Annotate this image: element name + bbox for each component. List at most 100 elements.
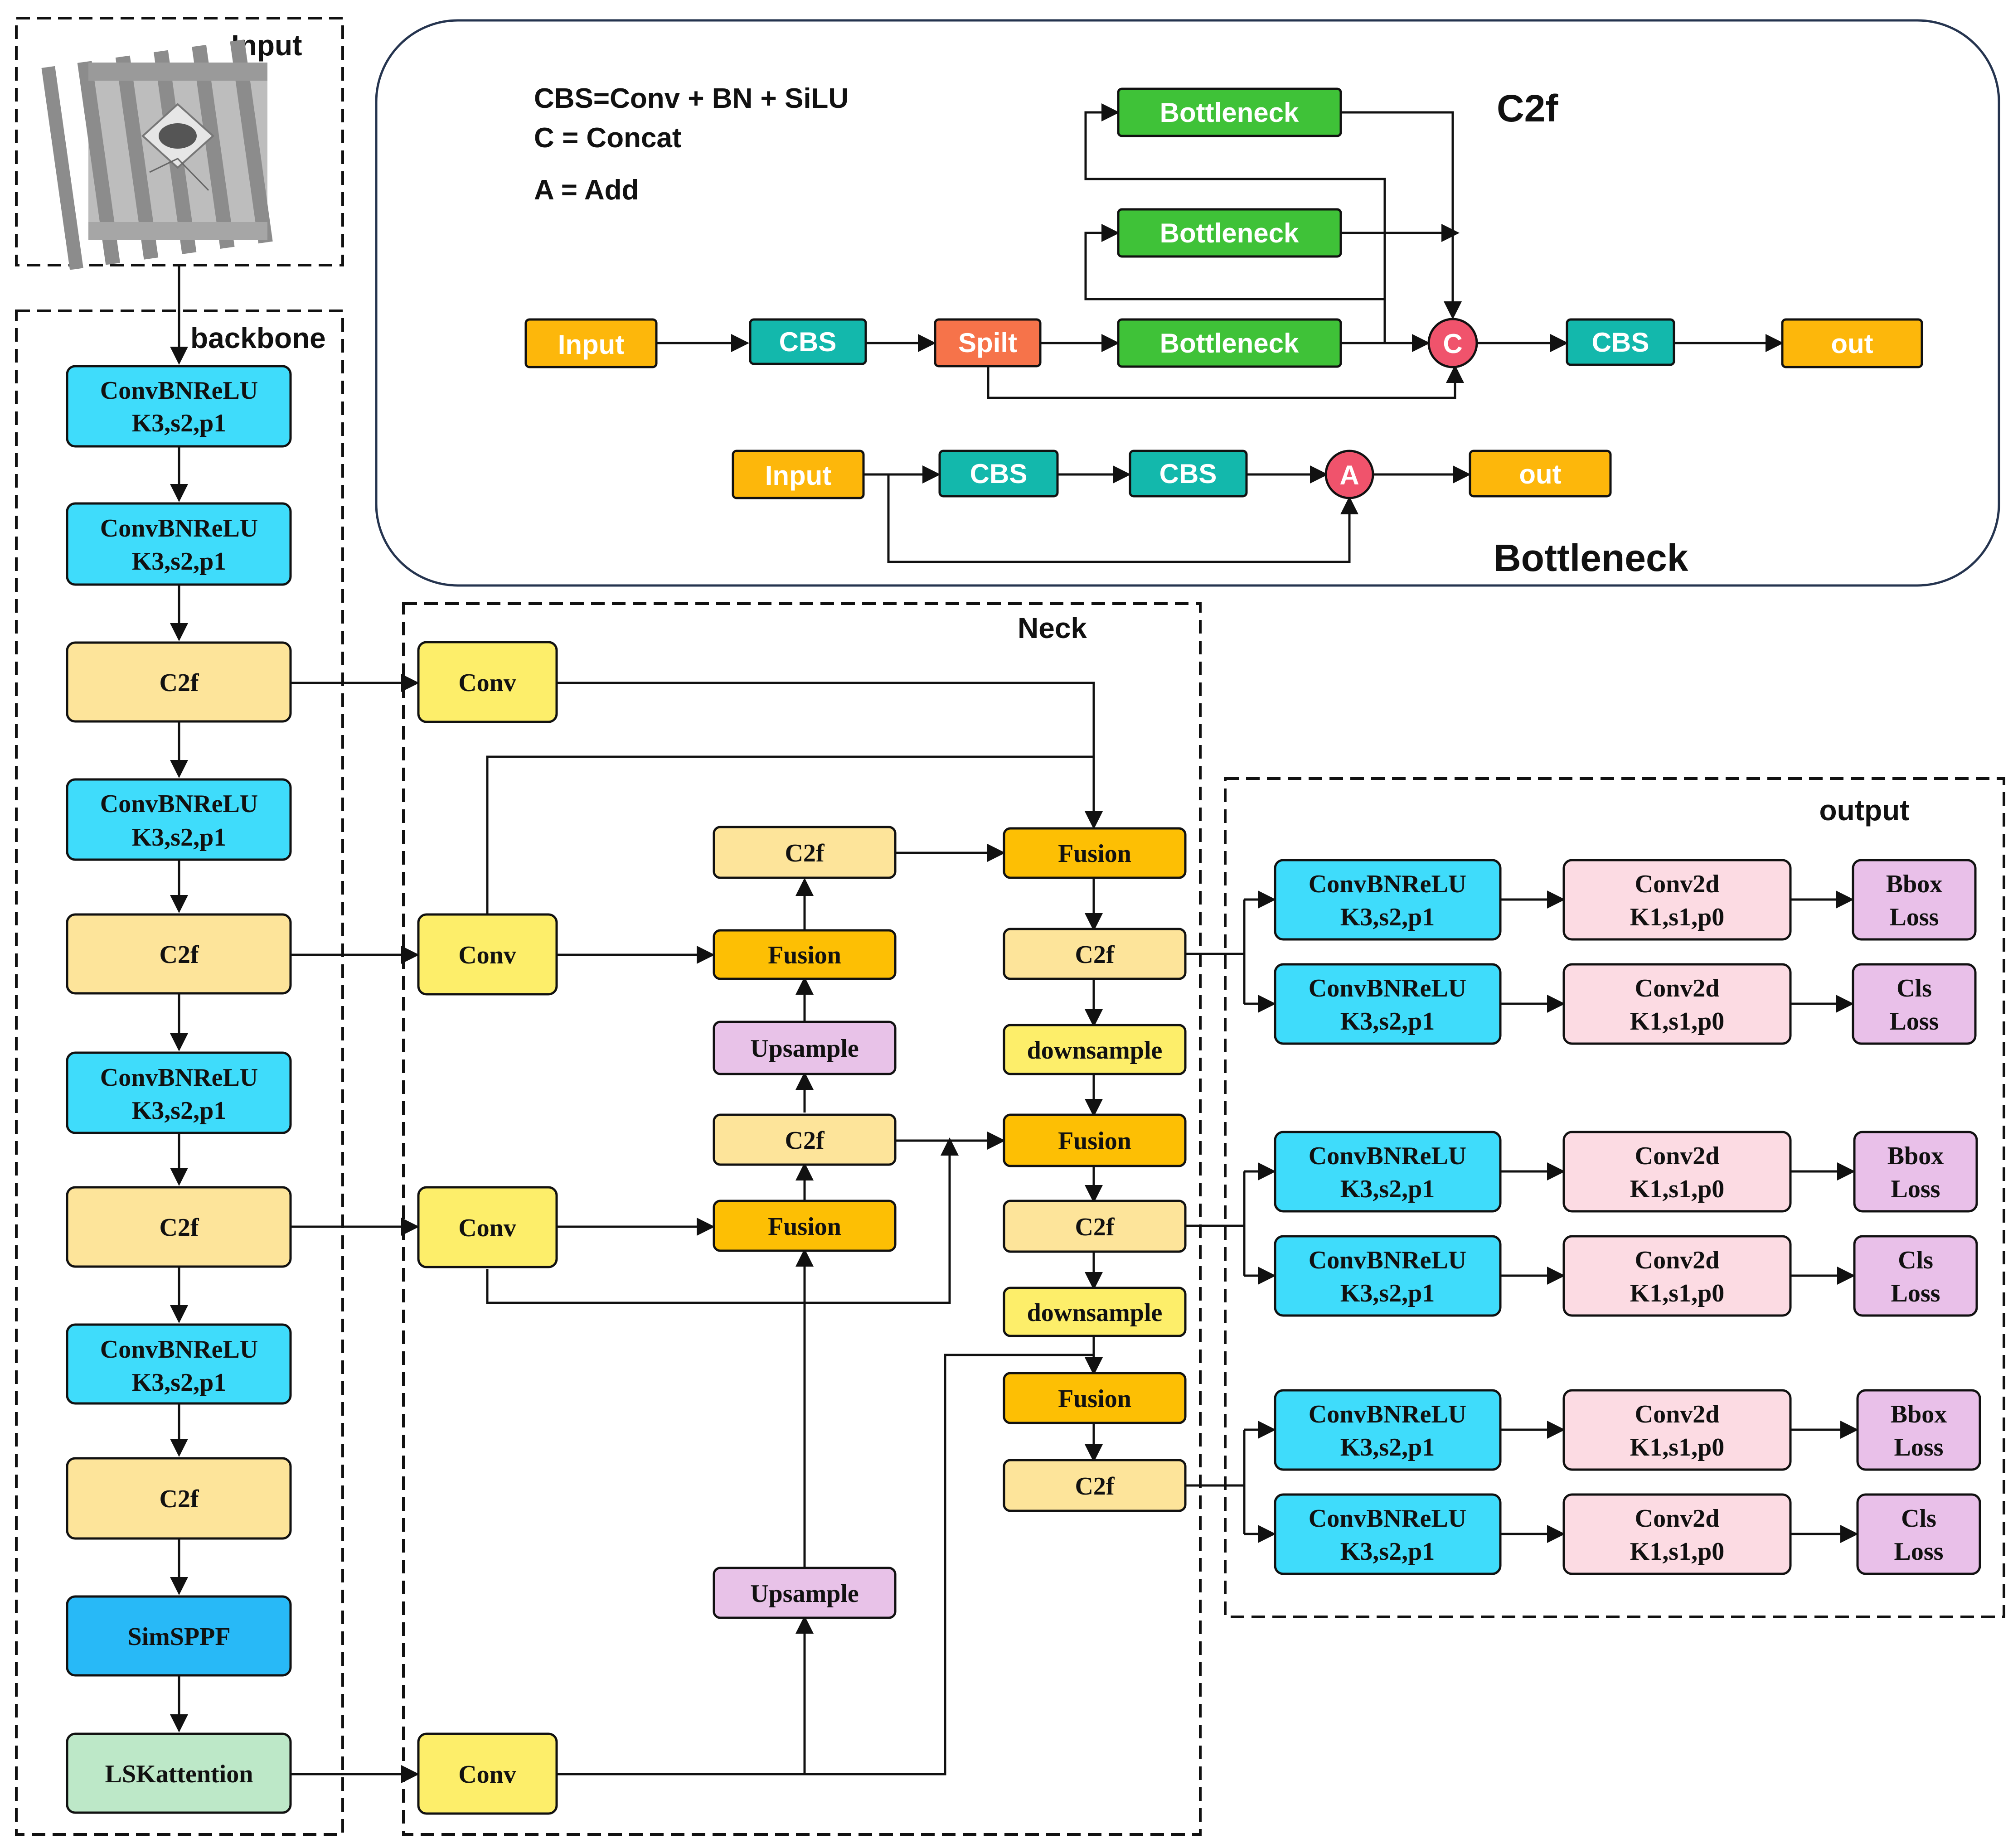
c2f-detail-title: C2f bbox=[1497, 87, 1558, 130]
bottleneck-detail-input: Input bbox=[732, 450, 865, 499]
neck-upsample-1: Upsample bbox=[713, 1021, 897, 1075]
svg-text:C2f: C2f bbox=[785, 1127, 825, 1155]
svg-text:Fusion: Fusion bbox=[1058, 840, 1131, 868]
svg-text:C2f: C2f bbox=[1075, 1213, 1115, 1241]
neck-c2f-top: C2f bbox=[713, 826, 897, 879]
svg-text:Loss: Loss bbox=[1894, 1433, 1944, 1461]
svg-text:CBS: CBS bbox=[1159, 459, 1217, 489]
svg-text:Bbox: Bbox bbox=[1891, 1400, 1947, 1428]
svg-text:Conv: Conv bbox=[458, 1761, 516, 1789]
head-1-cls-loss: Cls Loss bbox=[1852, 963, 1977, 1045]
c2f-detail-input: Input bbox=[524, 318, 658, 368]
svg-text:Loss: Loss bbox=[1890, 1007, 1939, 1035]
svg-text:C2f: C2f bbox=[159, 1214, 199, 1242]
svg-text:K1,s1,p0: K1,s1,p0 bbox=[1630, 1433, 1725, 1461]
svg-text:Conv: Conv bbox=[458, 1214, 516, 1242]
svg-text:Loss: Loss bbox=[1891, 1175, 1940, 1203]
backbone-c2f-3: C2f bbox=[66, 1186, 292, 1268]
output-region bbox=[1224, 777, 2005, 1618]
neck-fusion-b: Fusion bbox=[713, 1200, 897, 1252]
head-3-conv-cls: ConvBNReLU K3,s2,p1 bbox=[1274, 1493, 1502, 1575]
svg-text:ConvBNReLU: ConvBNReLU bbox=[1309, 1400, 1466, 1428]
svg-text:Input: Input bbox=[558, 329, 625, 360]
legend-cbs: CBS=Conv + BN + SiLU bbox=[534, 83, 849, 114]
svg-text:out: out bbox=[1519, 459, 1561, 489]
head-3-bbox-loss: Bbox Loss bbox=[1856, 1389, 1981, 1471]
detail-panel bbox=[375, 19, 2000, 587]
neck-fusion-1: Fusion bbox=[1003, 827, 1187, 879]
bottleneck-detail-title: Bottleneck bbox=[1494, 537, 1688, 579]
head-3-cls-loss: Cls Loss bbox=[1856, 1493, 1981, 1575]
svg-text:ConvBNReLU: ConvBNReLU bbox=[100, 514, 258, 542]
svg-text:LSKattention: LSKattention bbox=[105, 1760, 253, 1788]
head-1-conv2d-bbox: Conv2d K1,s1,p0 bbox=[1562, 859, 1792, 941]
neck-fusion-3: Fusion bbox=[1003, 1372, 1187, 1424]
bottleneck-detail-cbs-2: CBS bbox=[1129, 450, 1248, 498]
head-1-conv-cls: ConvBNReLU K3,s2,p1 bbox=[1274, 963, 1502, 1045]
svg-text:Bottleneck: Bottleneck bbox=[1160, 328, 1299, 358]
svg-text:Spilt: Spilt bbox=[958, 328, 1017, 358]
svg-text:Fusion: Fusion bbox=[1058, 1127, 1131, 1155]
backbone-conv-5: ConvBNReLU K3,s2,p1 bbox=[66, 1323, 292, 1405]
svg-text:ConvBNReLU: ConvBNReLU bbox=[1309, 870, 1466, 898]
svg-text:Fusion: Fusion bbox=[768, 1213, 841, 1241]
head-3-conv2d-bbox: Conv2d K1,s1,p0 bbox=[1562, 1389, 1792, 1471]
neck-conv-2: Conv bbox=[417, 913, 558, 996]
svg-text:Cls: Cls bbox=[1898, 1246, 1933, 1274]
svg-text:ConvBNReLU: ConvBNReLU bbox=[100, 790, 258, 818]
bottleneck-detail-add-node: A bbox=[1324, 450, 1374, 499]
svg-text:ConvBNReLU: ConvBNReLU bbox=[100, 1064, 258, 1092]
neck-title: Neck bbox=[1018, 612, 1087, 644]
c2f-detail-cbs-1: CBS bbox=[749, 318, 867, 365]
head-3-conv-bbox: ConvBNReLU K3,s2,p1 bbox=[1274, 1389, 1502, 1471]
c2f-detail-cbs-2: CBS bbox=[1566, 318, 1675, 366]
svg-text:C2f: C2f bbox=[159, 669, 199, 697]
backbone-c2f-1: C2f bbox=[66, 641, 292, 723]
svg-text:K3,s2,p1: K3,s2,p1 bbox=[1340, 1433, 1435, 1461]
svg-text:downsample: downsample bbox=[1027, 1299, 1163, 1327]
svg-text:Conv2d: Conv2d bbox=[1635, 1400, 1720, 1428]
backbone-title: backbone bbox=[190, 322, 326, 354]
svg-text:K3,s2,p1: K3,s2,p1 bbox=[1340, 1007, 1435, 1035]
backbone-lskattention: LSKattention bbox=[66, 1732, 292, 1814]
svg-text:out: out bbox=[1831, 329, 1873, 359]
backbone-conv-4: ConvBNReLU K3,s2,p1 bbox=[66, 1051, 292, 1134]
svg-text:Input: Input bbox=[765, 460, 832, 491]
svg-text:ConvBNReLU: ConvBNReLU bbox=[100, 377, 258, 405]
svg-text:K1,s1,p0: K1,s1,p0 bbox=[1630, 903, 1725, 931]
svg-text:Cls: Cls bbox=[1897, 974, 1932, 1002]
svg-text:ConvBNReLU: ConvBNReLU bbox=[1309, 1246, 1466, 1274]
neck-c2f-mid: C2f bbox=[713, 1113, 897, 1166]
backbone-c2f-4: C2f bbox=[66, 1457, 292, 1540]
svg-text:C: C bbox=[1443, 329, 1462, 359]
crosswalk-photo-icon bbox=[41, 39, 273, 270]
svg-text:ConvBNReLU: ConvBNReLU bbox=[1309, 974, 1466, 1002]
head-1-conv-bbox: ConvBNReLU K3,s2,p1 bbox=[1274, 859, 1502, 941]
c2f-detail-bottleneck-1: Bottleneck bbox=[1117, 87, 1342, 137]
svg-text:downsample: downsample bbox=[1027, 1036, 1163, 1064]
svg-text:Cls: Cls bbox=[1901, 1505, 1936, 1533]
neck-downsample-1: downsample bbox=[1003, 1024, 1187, 1075]
backbone-region bbox=[15, 310, 344, 1836]
svg-text:Conv2d: Conv2d bbox=[1635, 1246, 1720, 1274]
head-3-conv2d-cls: Conv2d K1,s1,p0 bbox=[1562, 1493, 1792, 1575]
svg-text:Bottleneck: Bottleneck bbox=[1160, 97, 1299, 128]
neck-c2f-out-3: C2f bbox=[1003, 1459, 1187, 1512]
head-2-conv2d-bbox: Conv2d K1,s1,p0 bbox=[1562, 1131, 1792, 1213]
svg-text:Bbox: Bbox bbox=[1886, 870, 1943, 898]
head-2-conv-bbox: ConvBNReLU K3,s2,p1 bbox=[1274, 1131, 1502, 1213]
svg-text:K1,s1,p0: K1,s1,p0 bbox=[1630, 1007, 1725, 1035]
svg-text:Bbox: Bbox bbox=[1887, 1142, 1944, 1170]
head-2-conv2d-cls: Conv2d K1,s1,p0 bbox=[1562, 1235, 1792, 1317]
neck-c2f-out-1: C2f bbox=[1003, 928, 1187, 980]
svg-text:ConvBNReLU: ConvBNReLU bbox=[1309, 1505, 1466, 1533]
backbone-conv-3: ConvBNReLU K3,s2,p1 bbox=[66, 778, 292, 861]
svg-text:C2f: C2f bbox=[1075, 941, 1115, 969]
head-2-conv-cls: ConvBNReLU K3,s2,p1 bbox=[1274, 1235, 1502, 1317]
svg-text:K3,s2,p1: K3,s2,p1 bbox=[1340, 1538, 1435, 1566]
svg-text:Conv2d: Conv2d bbox=[1635, 1142, 1720, 1170]
bottleneck-detail-cbs-1: CBS bbox=[938, 450, 1059, 498]
svg-text:ConvBNReLU: ConvBNReLU bbox=[1309, 1142, 1466, 1170]
svg-text:K3,s2,p1: K3,s2,p1 bbox=[132, 1369, 227, 1397]
